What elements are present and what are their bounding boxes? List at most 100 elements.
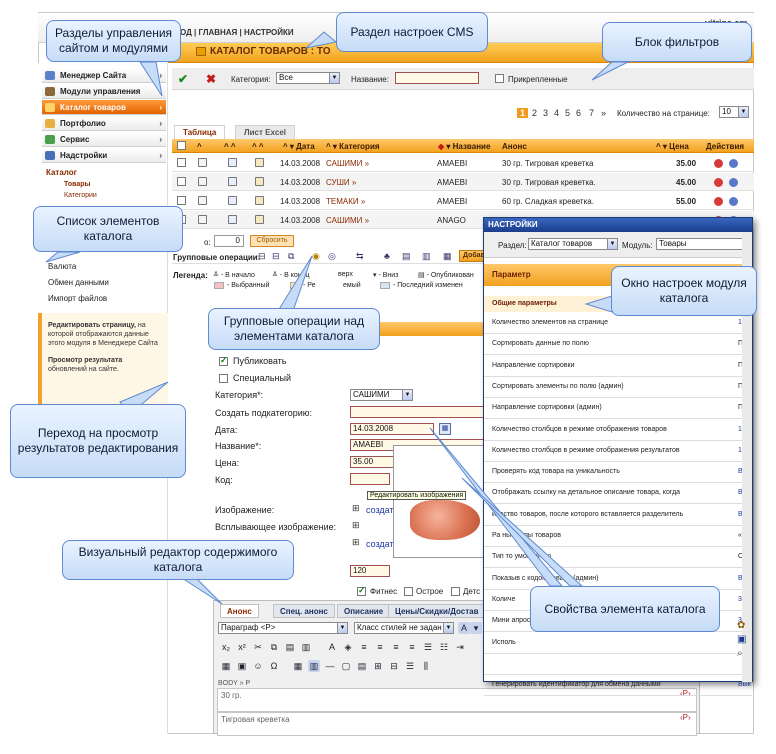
settings-row[interactable]: Тип то умолчаниюОб [484,547,752,569]
paste-word-icon[interactable]: ▥ [301,642,311,652]
tag-checkbox-spicy[interactable] [404,587,413,596]
sidebar-item-site-manager[interactable]: Менеджер Сайта› [42,68,166,83]
document-icon[interactable] [228,158,237,167]
cell-icon[interactable]: ▤ [357,661,367,671]
row-name[interactable]: AMAEBI [437,197,468,206]
align-left-icon[interactable]: ≡ [361,642,367,652]
reset-filter-icon[interactable]: ✖ [206,72,217,86]
per-page-select[interactable]: 10▼ [719,106,749,118]
preview-results-link[interactable]: Просмотр результата [48,357,123,364]
sidebar-link-categories[interactable]: Категории [64,192,97,199]
date-input[interactable]: 14.03.2008 [350,423,434,435]
settings-row[interactable]: Направление сортировки (админ)По [484,398,752,420]
edit-icon[interactable] [714,197,723,206]
sidebar-item-modules[interactable]: Модули управления› [42,84,166,99]
move-icon[interactable] [729,178,738,187]
move-bottom-icon[interactable]: ⊟ [272,251,280,261]
category-select[interactable]: САШИМИ▼ [350,389,413,401]
tag-checkbox-fitness[interactable] [357,585,366,596]
tag-checkbox-kids[interactable] [451,587,460,596]
table2-icon[interactable]: ▥ [308,660,320,672]
sidebar-link-currency[interactable]: Валюта [48,262,77,271]
column-category[interactable]: ^ ▾ Категория [326,142,380,151]
filter-name-input[interactable] [395,72,479,84]
drag-handle-icon[interactable] [198,158,207,167]
select-all-checkbox[interactable] [177,141,186,150]
sort-icon[interactable]: ^ ^ [224,142,236,151]
price-input[interactable]: 35.00 [350,456,395,468]
page-5[interactable]: 5 [565,108,571,118]
document-icon[interactable] [228,177,237,186]
settings-row[interactable]: Направление сортировкиПо [484,356,752,377]
move-top-icon[interactable]: ⊟ [258,251,266,261]
page-4[interactable]: 4 [554,108,560,118]
document-icon[interactable] [228,215,237,224]
border-icon[interactable]: ▢ [341,661,351,671]
special-char-icon[interactable]: Ω [270,661,278,671]
settings-tool-icon[interactable]: ✿ [737,620,746,631]
table-row[interactable] [172,192,754,210]
move-icon[interactable] [729,159,738,168]
settings-row[interactable]: Исполь [484,633,752,654]
bg-color-icon[interactable]: ◈ [344,642,352,652]
sidebar-item-catalog[interactable]: Каталог товаров› [42,100,166,115]
published-icon[interactable] [255,177,264,186]
text-color-icon[interactable]: A [328,642,335,652]
smiley-icon[interactable]: ☺ [253,661,263,671]
row-category[interactable]: СУШИ » [326,178,357,187]
drag-handle-icon[interactable] [198,196,207,205]
filter-pinned-checkbox[interactable] [495,74,504,83]
row-name[interactable]: AMAEBI [437,159,468,168]
sidebar-link-import-files[interactable]: Импорт файлов [48,294,108,303]
settings-row[interactable]: Количество столбцов в режиме отображения… [484,420,752,441]
page-7[interactable]: 7 [589,108,595,118]
cut-icon[interactable]: ✂ [254,642,262,652]
style-dropdown-icon[interactable]: ▾ [470,622,482,634]
editor-tab-prices[interactable]: Цены/Скидки/Достав [388,604,486,618]
document-icon[interactable] [228,196,237,205]
tab-table[interactable]: Таблица [174,125,226,139]
page-next[interactable]: » [601,108,607,118]
indent-icon[interactable]: ⇥ [456,642,464,652]
column-price[interactable]: ^ ▾ Цена [656,142,689,151]
sidebar-link-products[interactable]: Товары [64,181,91,188]
styles-icon[interactable]: A [458,622,470,634]
page-1[interactable]: 1 [517,108,529,118]
editor-block[interactable]: 30 гр. [217,688,697,712]
settings-scrollbar[interactable] [742,232,752,682]
edit-icon[interactable] [714,159,723,168]
row-category[interactable]: САШИМИ » [326,216,370,225]
editor-block[interactable]: Тигровая креветка [217,712,697,736]
move-icon[interactable] [729,197,738,206]
copy-icon[interactable]: ⧉ [288,251,295,261]
numbered-list-icon[interactable]: ☷ [439,642,449,652]
superscript-icon[interactable]: x² [238,642,246,652]
published-icon[interactable] [255,215,264,224]
edit-page-link[interactable]: Редактировать страницу, [48,322,136,329]
row-checkbox[interactable] [177,177,186,186]
column-name[interactable]: ◆ ▾ Название [438,142,491,151]
count-input[interactable]: 0 [214,235,244,247]
col-icon[interactable]: ⫼ [423,661,429,671]
create-image-link[interactable]: создат [366,505,394,515]
settings-row[interactable]: Сортировать данные по полюПо [484,334,752,356]
row-checkbox[interactable] [177,196,186,205]
edit-icon[interactable] [714,178,723,187]
row-category[interactable]: ТЕМАКИ » [326,197,366,206]
table-icon[interactable]: ▦ [221,661,231,671]
settings-row[interactable]: Отображать ссылку на детальное описание … [484,483,752,505]
list-icon[interactable]: ☰ [423,642,433,652]
settings-row[interactable]: Сортировать элементы по полю (админ)По [484,377,752,398]
publish-icon[interactable]: ◉ [312,251,320,261]
reset-button[interactable]: Сбросить [250,235,294,247]
column-date[interactable]: ^ ▾ Дата [283,142,315,151]
settings-row[interactable]: Проверять код товара на уникальностьВык [484,462,752,484]
copy-icon[interactable]: ⧉ [270,642,278,652]
move-icon[interactable]: ⇆ [356,251,364,261]
publish-checkbox[interactable] [219,355,228,366]
group-icon[interactable]: ♣ [384,251,390,261]
page-6[interactable]: 6 [576,108,582,118]
editor-tab-special-announce[interactable]: Спец. анонс [273,604,335,618]
settings-row[interactable] [484,654,752,675]
sidebar-item-addons[interactable]: Надстройки› [42,148,166,163]
